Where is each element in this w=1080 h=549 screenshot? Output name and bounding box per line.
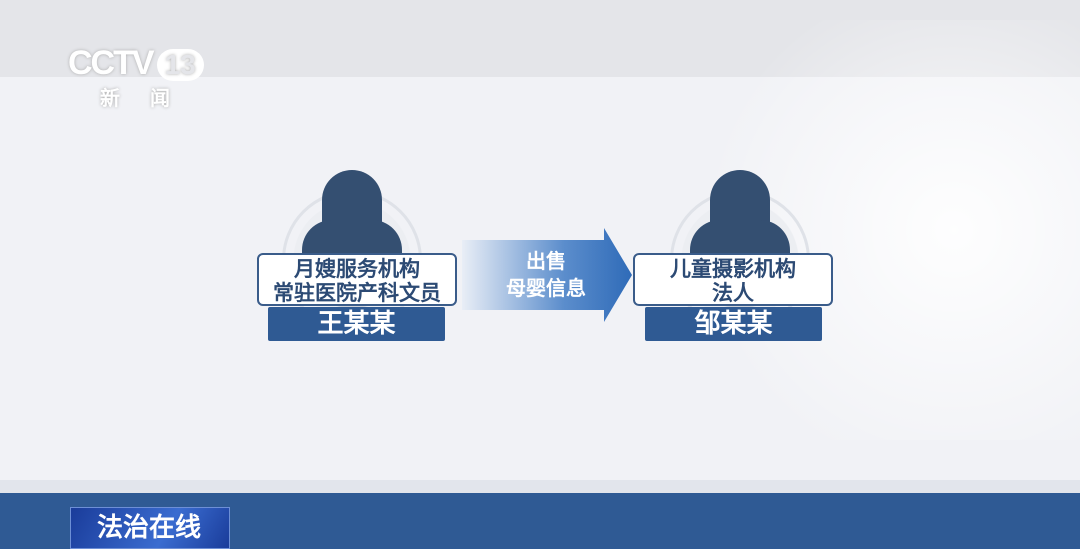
- left-name-plate: 王某某: [268, 307, 445, 341]
- channel-logo-subtitle: 新闻: [100, 86, 200, 110]
- program-logo: 法治在线: [70, 507, 230, 549]
- right-role-box: 儿童摄影机构 法人: [633, 253, 833, 306]
- right-name-plate: 邹某某: [645, 307, 822, 341]
- arrow-label-line2: 母婴信息: [506, 276, 586, 300]
- channel-logo-text: CCTV: [68, 44, 155, 82]
- right-role-line2: 法人: [712, 281, 754, 305]
- divider-band: [0, 480, 1080, 493]
- arrow-icon: [462, 228, 632, 322]
- left-role-box: 月嫂服务机构 常驻医院产科文员: [257, 253, 457, 306]
- arrow-label: 出售 母婴信息: [490, 248, 602, 302]
- left-role-line1: 月嫂服务机构: [294, 257, 420, 281]
- right-role-line1: 儿童摄影机构: [670, 257, 796, 281]
- arrow-label-line1: 出售: [526, 249, 566, 273]
- left-role-line2: 常驻医院产科文员: [273, 281, 441, 305]
- channel-logo-number: 13: [156, 49, 204, 81]
